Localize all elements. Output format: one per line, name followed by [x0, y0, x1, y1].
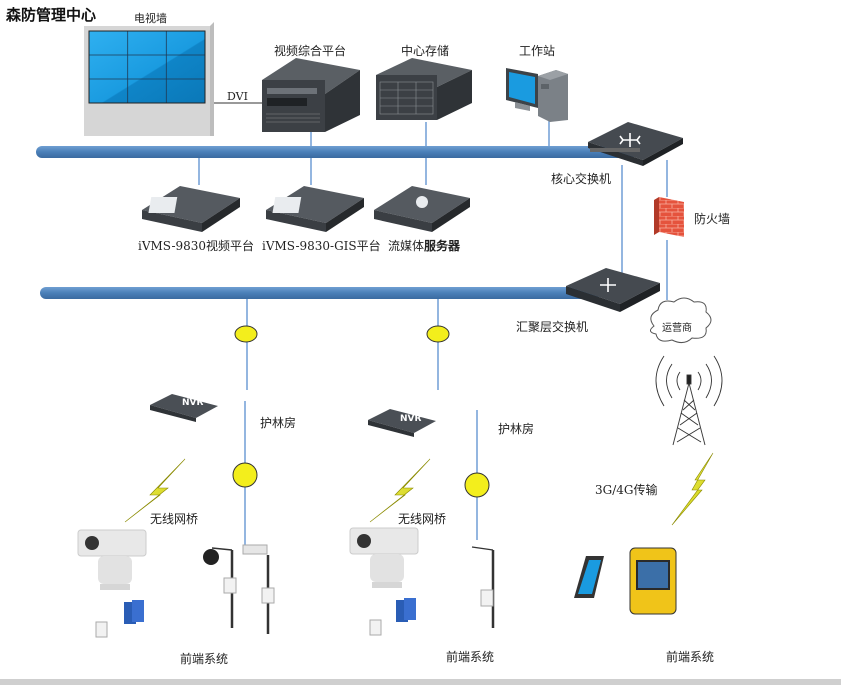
nvr-label-2: NVR	[400, 414, 422, 424]
bullet-camera-pole-icon	[242, 544, 275, 634]
ivms-video-label: iVMS-9830视频平台	[138, 239, 255, 253]
frontend-label-1: 前端系统	[180, 652, 229, 666]
page-title: 森防管理中心	[6, 6, 97, 24]
transceiver-icon-4	[464, 472, 490, 498]
mobile-transfer-label: 3G/4G传输	[595, 483, 658, 497]
video-wall-label: 电视墙	[134, 12, 167, 25]
solar-panel-icon-1	[124, 600, 144, 624]
junction-box-icon-1	[95, 621, 108, 638]
video-platform-icon	[262, 58, 360, 132]
mobile-bolt-icon	[671, 452, 714, 526]
junction-box-icon-2	[369, 619, 382, 636]
workstation-label: 工作站	[519, 44, 556, 58]
carrier-cloud-icon	[650, 297, 712, 344]
wireless-bolt-icon-2	[369, 458, 431, 523]
dvi-label: DVI	[227, 90, 248, 103]
carrier-label: 运营商	[662, 323, 692, 334]
network-links	[198, 120, 668, 545]
solar-panel-icon-2	[396, 598, 416, 622]
frontend-label-3: 前端系统	[666, 650, 715, 664]
media-server-icon	[374, 186, 470, 232]
thermal-ptz-camera-icon-1	[77, 529, 147, 590]
media-server-label-a: 流媒体	[388, 239, 425, 253]
aggregation-switch-label: 汇聚层交换机	[516, 320, 589, 334]
wireless-bridge-label-1: 无线网桥	[150, 512, 199, 526]
firewall-icon	[654, 197, 684, 237]
media-server-label-b: 服务器	[424, 239, 461, 253]
bottom-border	[0, 679, 841, 685]
core-switch-label: 核心交换机	[551, 172, 612, 186]
core-switch-icon	[588, 122, 683, 166]
ranger-station-label-2: 护林房	[498, 422, 535, 436]
thermal-ptz-camera-icon-2	[349, 527, 419, 588]
video-platform-label: 视频综合平台	[274, 44, 347, 58]
rugged-handheld-icon	[629, 547, 677, 615]
nvr-icon-1	[150, 394, 218, 422]
ivms-gis-label: iVMS-9830-GIS平台	[262, 239, 381, 253]
core-bus	[36, 146, 636, 158]
nvr-icon-2	[368, 409, 436, 437]
central-storage-label: 中心存储	[401, 44, 450, 58]
radio-tower-icon	[655, 355, 723, 446]
transceiver-icon-3	[232, 462, 258, 488]
aggregation-switch-icon	[566, 268, 660, 312]
smartphone-icon	[574, 556, 604, 598]
workstation-icon	[506, 68, 568, 122]
wireless-bridge-label-2: 无线网桥	[398, 512, 447, 526]
ivms-video-server-icon	[142, 186, 240, 232]
media-server-label: 流媒体服务器	[388, 237, 460, 254]
aggregation-bus	[40, 287, 600, 299]
transceiver-icon-1	[234, 325, 258, 343]
dome-camera-pole-icon	[203, 547, 237, 628]
central-storage-icon	[376, 58, 472, 120]
ivms-gis-server-icon	[266, 186, 364, 232]
frontend-label-2: 前端系统	[446, 650, 495, 664]
camera-pole-icon-3	[471, 546, 495, 628]
transceiver-icon-2	[426, 325, 450, 343]
firewall-label: 防火墙	[694, 212, 731, 226]
wireless-bolt-icon-1	[124, 458, 186, 523]
nvr-label-1: NVR	[182, 398, 204, 408]
video-wall-icon	[84, 22, 214, 136]
ranger-station-label-1: 护林房	[260, 416, 297, 430]
